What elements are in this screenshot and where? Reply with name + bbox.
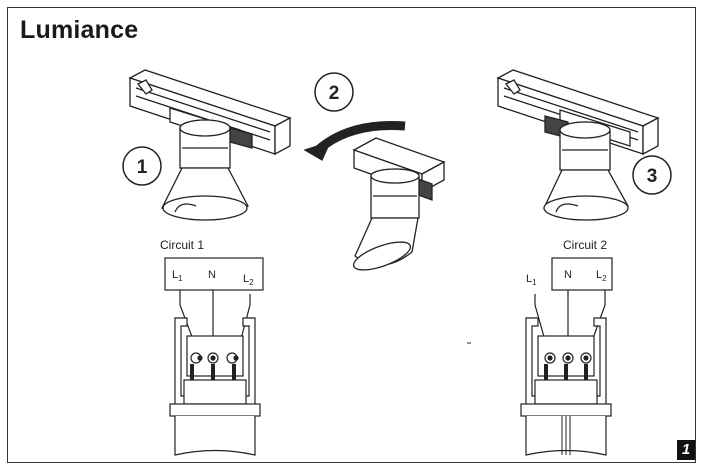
step-1-marker: 1 [122,146,162,186]
figure-number-badge: 1 [677,440,695,460]
step-3-marker: 3 [632,155,672,195]
circuit-2-l1-label: L1 [526,273,537,287]
step-3-number: 3 [647,166,658,187]
step-3-track-fixture [496,69,660,221]
circuit-1-n-label: N [208,269,216,281]
step-2-rotating-fixture [303,121,446,271]
step-1-number: 1 [137,157,148,178]
brand-logo: Lumiance [20,16,139,44]
step-2-number: 2 [329,83,340,104]
step-1-track-fixture [128,69,292,221]
circuit-2-title: Circuit 2 [563,238,607,252]
figure-frame [7,7,696,463]
circuit-1-l2-label: L2 [243,273,254,287]
circuit-1-diagram: Circuit 1 L1 N L2 [160,238,264,456]
circuit-1-title: Circuit 1 [160,238,204,252]
circuit-2-diagram: Circuit 2 L1 N L2 [520,238,613,456]
circuit-1-l1-label: L1 [172,269,183,283]
circuit-2-n-label: N [564,269,572,281]
step-2-marker: 2 [314,72,354,112]
circuit-2-l2-label: L2 [596,269,607,283]
